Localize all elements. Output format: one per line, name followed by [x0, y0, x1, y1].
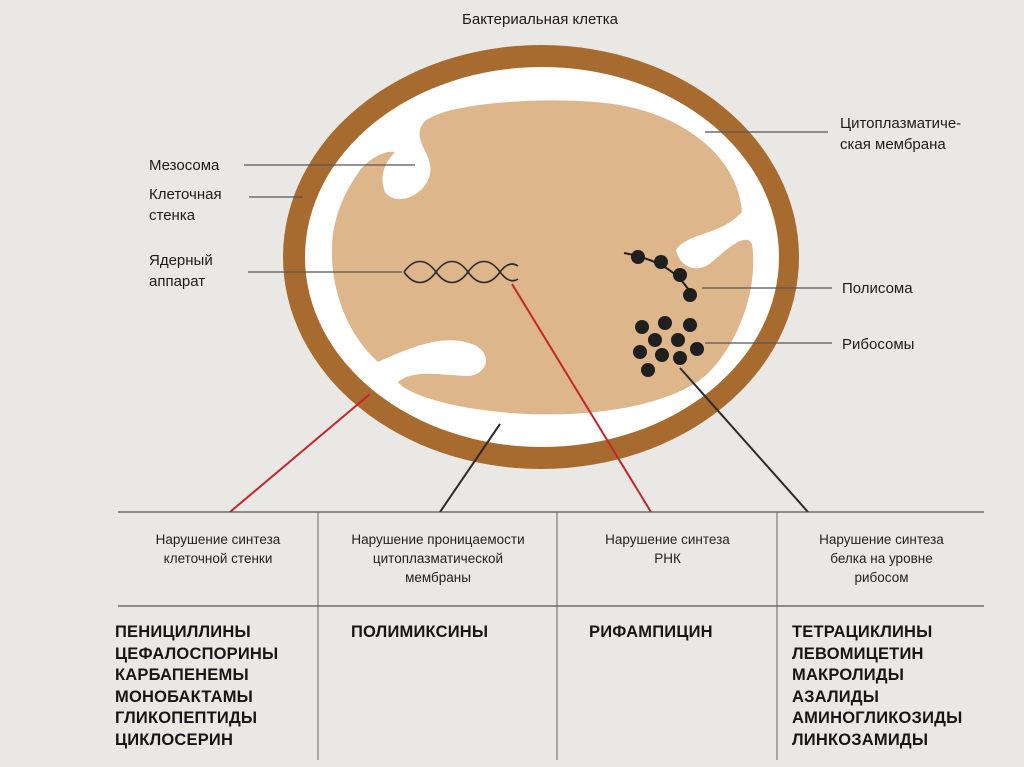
drug-item: ЛИНКОЗАМИДЫ — [792, 730, 929, 749]
cell-wall-drug-list: ПЕНИЦИЛЛИНЫ ЦЕФАЛОСПОРИНЫ КАРБАПЕНЕМЫ МО… — [115, 622, 278, 751]
drug-item: РИФАМПИЦИН — [589, 623, 713, 641]
membrane-target-line — [439, 423, 501, 513]
rna-target-line — [511, 283, 652, 513]
mesosome-label: Мезосома — [149, 157, 220, 174]
drug-item: ПОЛИМИКСИНЫ — [351, 623, 489, 641]
header-line: РНК — [654, 551, 681, 566]
drug-item: ГЛИКОПЕПТИДЫ — [115, 709, 258, 727]
header-line: цитоплазматической — [372, 551, 504, 566]
diagram-title: Бактериальная клетка — [462, 11, 618, 28]
drug-item: ЛЕВОМИЦЕТИН — [792, 644, 924, 663]
drug-item: КАРБАПЕНЕМЫ — [115, 666, 249, 684]
header-protein-synthesis: Нарушение синтеза белка на уровне рибосо… — [779, 530, 984, 587]
drug-item: АЗАЛИДЫ — [792, 687, 880, 706]
ribosome-target-line — [679, 367, 809, 513]
header-line: рибосом — [854, 570, 909, 585]
header-rna-synthesis: Нарушение синтеза РНК — [559, 530, 776, 568]
membrane-label-line1: Цитоплазматиче- — [840, 115, 962, 132]
header-cell-wall-synthesis: Нарушение синтеза клеточной стенки — [120, 530, 316, 568]
drug-item: ПЕНИЦИЛЛИНЫ — [115, 623, 251, 641]
header-line: Нарушение синтеза — [605, 532, 730, 547]
nuclear-label-line1: Ядерный — [149, 252, 213, 269]
membrane-label: Цитоплазматиче- ская мембрана — [840, 113, 961, 155]
protein-drug-list: ТЕТРАЦИКЛИНЫ ЛЕВОМИЦЕТИН МАКРОЛИДЫ АЗАЛИ… — [792, 622, 962, 751]
polysome-label: Полисома — [842, 280, 913, 297]
header-line: мембраны — [405, 570, 471, 585]
polysome-chain — [623, 250, 697, 302]
rna-drug-list: РИФАМПИЦИН — [589, 622, 713, 644]
ribosomes-cluster — [633, 316, 704, 377]
header-line: Нарушение синтеза — [819, 532, 944, 547]
cell-wall-label-line2: стенка — [149, 207, 196, 224]
membrane-label-line2: ская мембрана — [840, 136, 946, 153]
cell-wall-label: Клеточная стенка — [149, 184, 222, 226]
membrane-drug-list: ПОЛИМИКСИНЫ — [351, 622, 488, 644]
drug-item: МОНОБАКТАМЫ — [115, 687, 254, 706]
cell-wall-label-line1: Клеточная — [149, 186, 222, 203]
nuclear-apparatus-label: Ядерный аппарат — [149, 250, 213, 292]
header-line: белка на уровне — [830, 551, 933, 566]
dna-helix — [403, 260, 519, 284]
ribosomes-label: Рибосомы — [842, 336, 915, 353]
drug-item: МАКРОЛИДЫ — [792, 666, 905, 684]
drug-item: ЦИКЛОСЕРИН — [115, 730, 234, 749]
header-line: Нарушение проницаемости — [351, 532, 525, 547]
drug-item: АМИНОГЛИКОЗИДЫ — [792, 709, 963, 727]
header-membrane-permeability: Нарушение проницаемости цитоплазматическ… — [320, 530, 556, 587]
drug-item: ТЕТРАЦИКЛИНЫ — [792, 623, 933, 641]
drug-item: ЦЕФАЛОСПОРИНЫ — [115, 644, 279, 663]
header-line: Нарушение синтеза — [155, 532, 281, 547]
cytoplasm-body — [331, 100, 754, 415]
header-line: клеточной стенки — [163, 551, 273, 566]
nuclear-label-line2: аппарат — [149, 273, 206, 290]
wall-target-line — [229, 393, 371, 513]
